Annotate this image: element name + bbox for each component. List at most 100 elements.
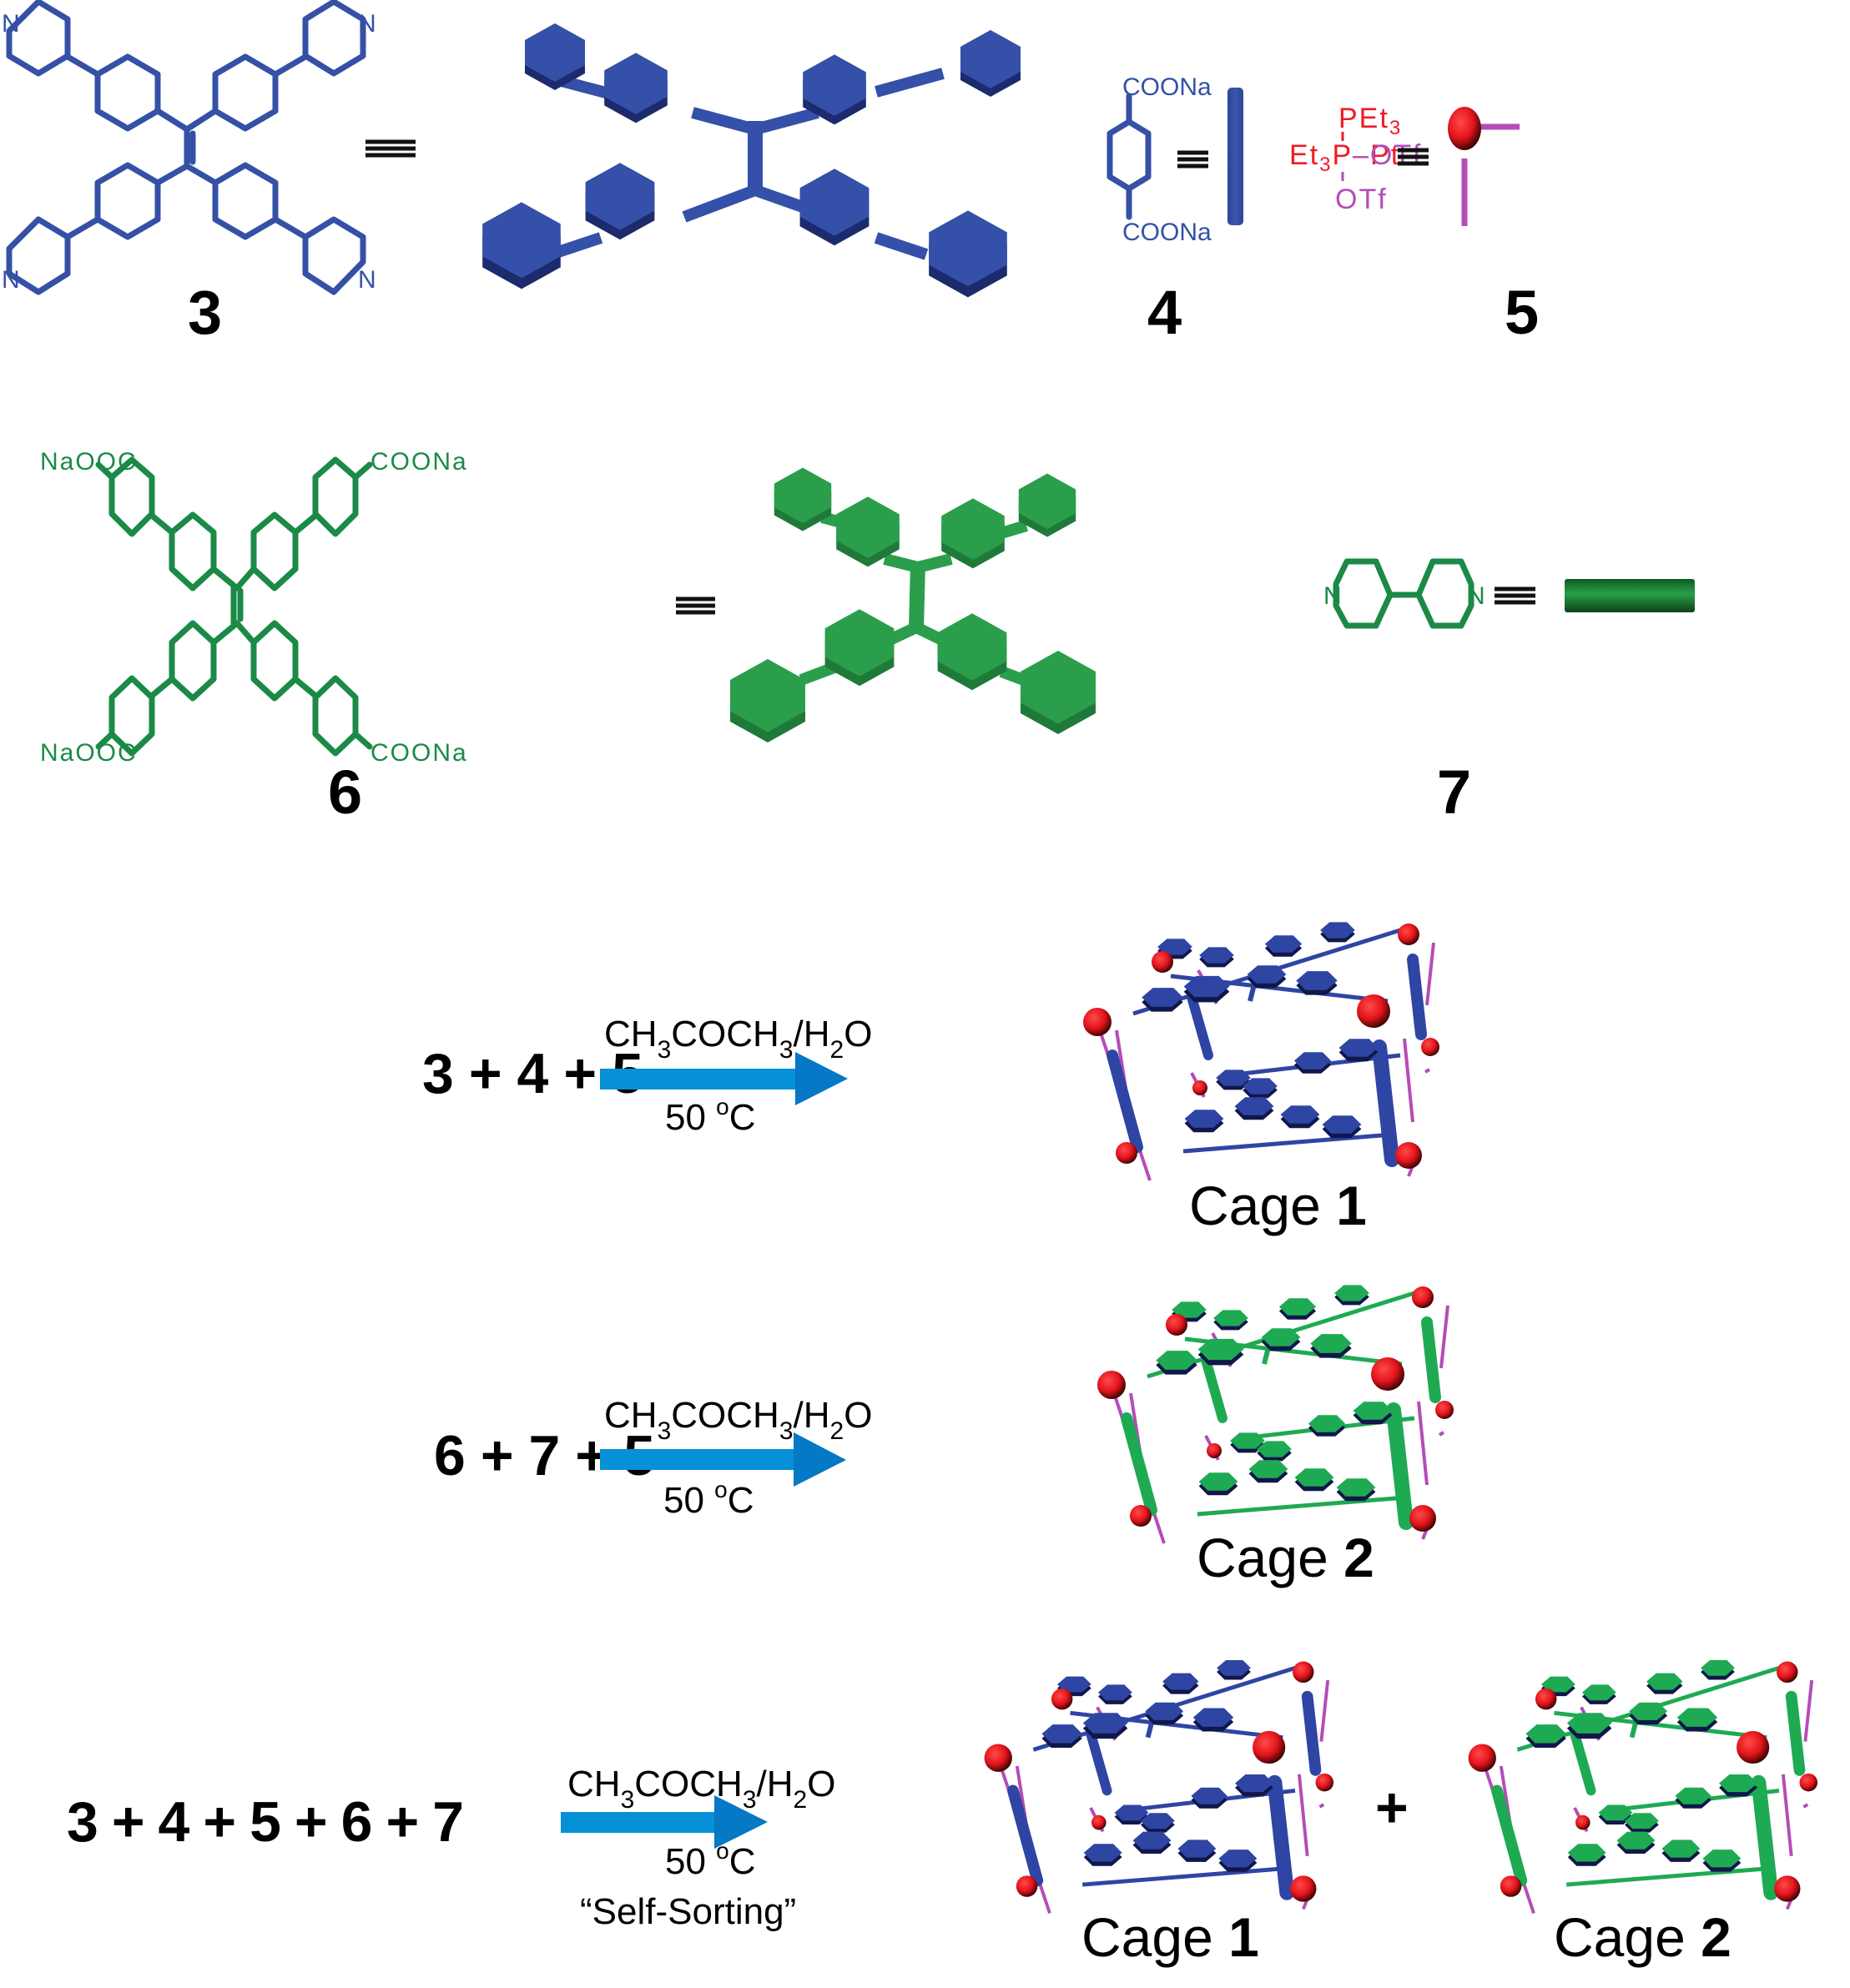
pet3-left: Et bbox=[1289, 139, 1319, 171]
aromatic-ring-block bbox=[1142, 988, 1183, 1012]
reaction-arrow-icon bbox=[561, 1795, 768, 1849]
pillar-rod bbox=[1785, 1690, 1806, 1776]
aromatic-ring-block bbox=[1191, 1787, 1227, 1809]
aromatic-ring-block bbox=[1264, 935, 1303, 957]
metal-ligand-bond bbox=[1319, 1679, 1330, 1742]
platinum-sphere bbox=[1398, 924, 1419, 945]
compound-4-label: 4 bbox=[1147, 278, 1182, 347]
aromatic-ring-block bbox=[1199, 947, 1234, 968]
compound-7-structure bbox=[1333, 558, 1474, 629]
atom-n-ul: N bbox=[2, 10, 20, 38]
pillar-rod bbox=[1751, 1774, 1779, 1900]
atom-n-lr: N bbox=[358, 266, 376, 294]
aromatic-ring-block bbox=[1156, 1351, 1197, 1375]
cage-2-model bbox=[1097, 1285, 1454, 1544]
cage-1-label: Cage 1 bbox=[1081, 1906, 1259, 1968]
tpe-arm bbox=[1197, 1495, 1407, 1517]
reaction-2-temperature: 50 oC bbox=[663, 1477, 754, 1521]
reaction-1: 3+4+5 CH3COCH3/H2O 50 oC bbox=[422, 1014, 872, 1138]
aromatic-ring-block bbox=[1296, 971, 1338, 995]
aromatic-ring-block bbox=[1162, 1673, 1199, 1694]
platinum-corner-model bbox=[1448, 107, 1520, 226]
compound-4-structure bbox=[1106, 93, 1152, 220]
tpe-arm bbox=[1082, 1866, 1288, 1887]
compound-6-label: 6 bbox=[328, 757, 362, 827]
compound-4-rod bbox=[1227, 88, 1243, 225]
aromatic-ring-block bbox=[1177, 1840, 1217, 1862]
platinum-sphere bbox=[1395, 1142, 1422, 1169]
platinum-sphere bbox=[1774, 1875, 1801, 1902]
cage-2-model bbox=[1468, 1659, 1818, 1915]
metal-ligand-bond bbox=[1802, 1803, 1809, 1809]
platinum-sphere bbox=[1016, 1875, 1038, 1897]
platinum-sphere bbox=[1315, 1773, 1334, 1792]
product-plus: + bbox=[1375, 1776, 1409, 1840]
aromatic-ring-block bbox=[1280, 1105, 1320, 1129]
platinum-sphere bbox=[1575, 1814, 1590, 1830]
metal-ligand-bond bbox=[1439, 1305, 1449, 1369]
aromatic-ring-block bbox=[1320, 922, 1355, 943]
aromatic-ring-block bbox=[1336, 1478, 1376, 1502]
equivalence-icon bbox=[676, 596, 715, 615]
platinum-sphere bbox=[1409, 1505, 1436, 1532]
platinum-sphere bbox=[1091, 1814, 1106, 1830]
compound-3-structure bbox=[6, 0, 366, 295]
aromatic-ring-block bbox=[1701, 1659, 1735, 1680]
aromatic-ring-block bbox=[1234, 1097, 1274, 1120]
compound-3-label: 3 bbox=[188, 278, 222, 347]
aromatic-ring-block bbox=[1629, 1702, 1668, 1725]
carboxylate-ll: NaOOC bbox=[40, 739, 138, 767]
reaction-3-solvent: CH3COCH3/H2O bbox=[567, 1764, 835, 1814]
aromatic-ring-block bbox=[1098, 1684, 1132, 1704]
aromatic-ring-block bbox=[1334, 1285, 1369, 1306]
reaction-2-solvent: CH3COCH3/H2O bbox=[604, 1395, 872, 1445]
pillar-rod bbox=[1570, 1728, 1596, 1796]
aromatic-ring-block bbox=[1322, 1115, 1362, 1139]
platinum-sphere bbox=[1290, 1875, 1317, 1902]
atom-n-ll: N bbox=[2, 266, 20, 294]
aromatic-ring-block bbox=[1184, 1110, 1224, 1133]
platinum-center: Pt bbox=[1370, 139, 1400, 171]
pillar-rod bbox=[1301, 1690, 1322, 1776]
svg-text:PEt3: PEt3 bbox=[1338, 103, 1402, 139]
otf-bottom: OTf bbox=[1335, 184, 1388, 215]
platinum-sphere bbox=[1116, 1142, 1137, 1164]
aromatic-ring-block bbox=[1261, 1328, 1301, 1351]
self-sorting-note: “Self-Sorting” bbox=[580, 1891, 796, 1932]
platinum-sphere bbox=[1535, 1688, 1557, 1710]
pillar-rod bbox=[1386, 1402, 1414, 1530]
aromatic-ring-block bbox=[1676, 1708, 1718, 1732]
aromatic-ring-block bbox=[1582, 1684, 1616, 1704]
compound-5-label: 5 bbox=[1505, 278, 1539, 347]
aromatic-ring-block bbox=[1661, 1840, 1701, 1862]
cage-1-model bbox=[984, 1659, 1334, 1915]
platinum-sphere bbox=[1357, 994, 1390, 1028]
pillar-rod bbox=[1201, 1355, 1227, 1423]
platinum-sphere bbox=[1051, 1688, 1073, 1710]
compound-5-structure: PEt3 Et3P–Pt –OTf OTf bbox=[1289, 103, 1421, 215]
reaction-1-temperature: 50 oC bbox=[665, 1094, 756, 1138]
platinum-sphere bbox=[1435, 1401, 1454, 1419]
pillar-rod bbox=[1121, 1412, 1157, 1516]
aromatic-ring-block bbox=[1525, 1724, 1566, 1749]
platinum-sphere bbox=[1207, 1443, 1222, 1458]
reaction-1-solvent: CH3COCH3/H2O bbox=[604, 1014, 872, 1064]
aromatic-ring-block bbox=[1294, 1468, 1334, 1492]
aromatic-ring-block bbox=[1145, 1702, 1184, 1725]
reaction-arrow-icon bbox=[600, 1052, 848, 1105]
platinum-sphere bbox=[1371, 1357, 1404, 1391]
aromatic-ring-block bbox=[1218, 1850, 1258, 1872]
compound-7-label: 7 bbox=[1437, 757, 1471, 827]
metal-ligand-bond bbox=[1438, 1431, 1445, 1437]
aromatic-ring-block bbox=[1675, 1787, 1711, 1809]
tpe-arm bbox=[1566, 1866, 1772, 1887]
metal-ligand-bond bbox=[1318, 1803, 1325, 1809]
aromatic-ring-block bbox=[1217, 1659, 1251, 1680]
platinum-sphere bbox=[1799, 1773, 1818, 1792]
aromatic-ring-block bbox=[1278, 1298, 1317, 1320]
aromatic-ring-block bbox=[1616, 1831, 1656, 1855]
pillar-rod bbox=[1007, 1784, 1044, 1887]
cage-2-label: Cage 2 bbox=[1554, 1906, 1732, 1968]
aromatic-ring-block bbox=[1702, 1850, 1742, 1872]
